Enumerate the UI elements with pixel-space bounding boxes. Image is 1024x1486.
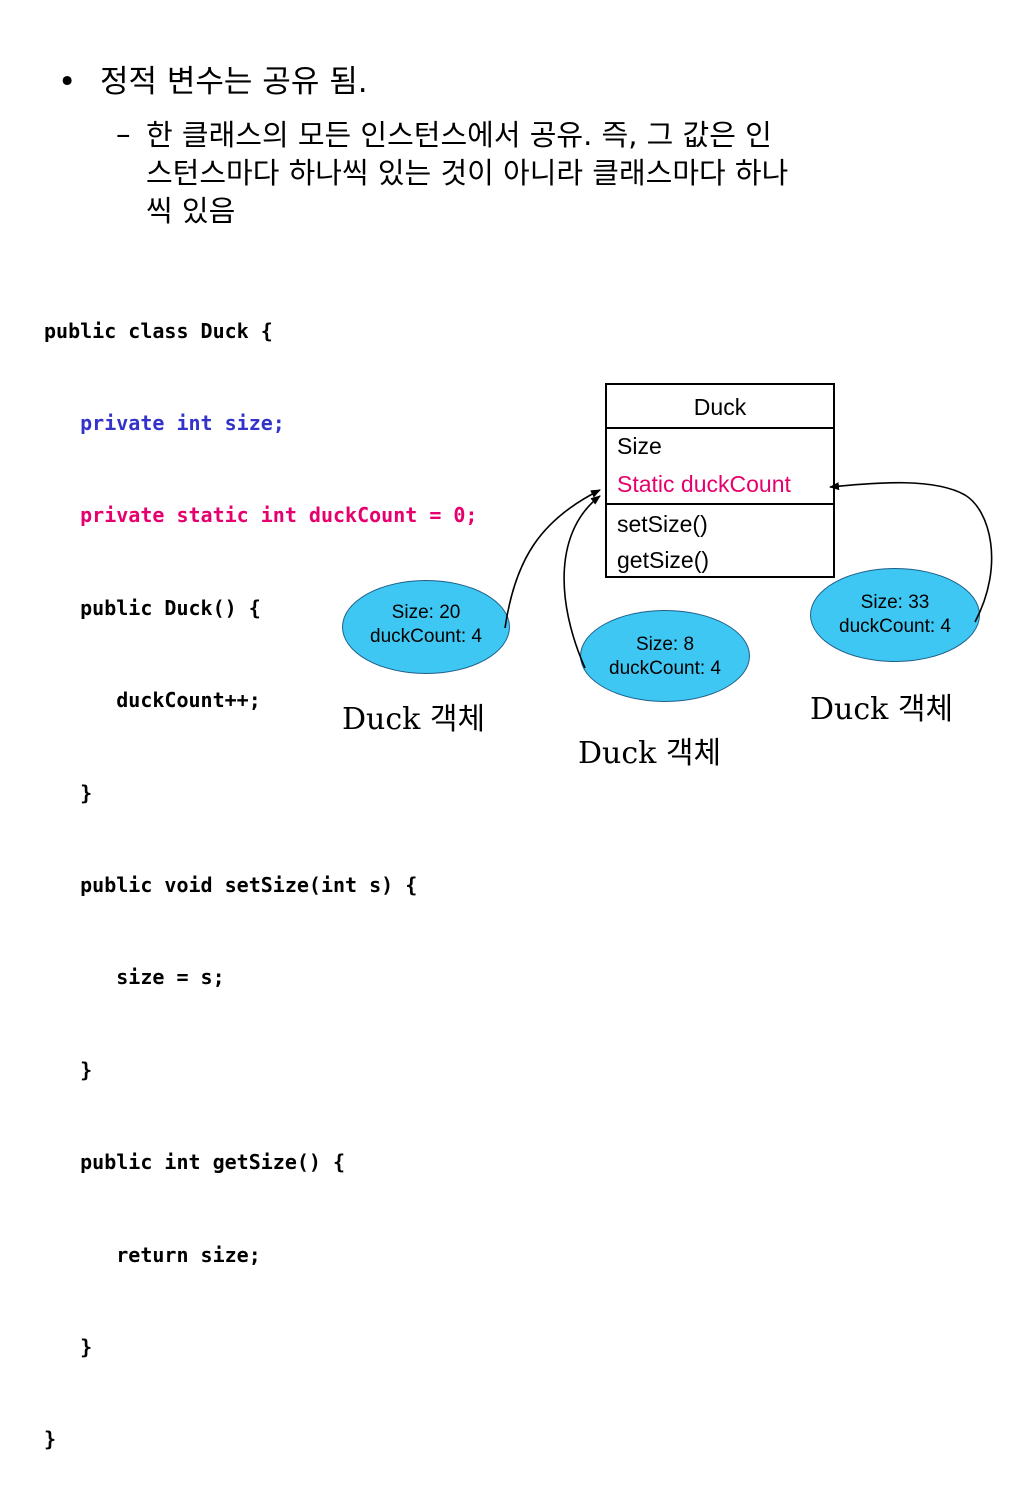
sub-bullet-line: 한 클래스의 모든 인스턴스에서 공유. 즉, 그 값은 인: [146, 118, 772, 152]
arrow-object3-to-static: [829, 481, 993, 623]
object-size-text: Size: 33: [860, 592, 930, 613]
object-size-text: Size: 8: [635, 634, 695, 655]
object-caption: Duck 객체: [578, 736, 722, 771]
code-line: duckCount++;: [44, 688, 261, 713]
code-line: public void setSize(int s) {: [44, 872, 418, 897]
object-size-text: Size: 20: [391, 602, 461, 623]
uml-class-name: Duck: [607, 385, 833, 429]
uml-static-attribute: Static duckCount: [617, 471, 791, 497]
arrow-object2-to-static: [563, 495, 601, 669]
code-line-instance-field: private int size;: [44, 410, 285, 435]
object-caption: Duck 객체: [342, 702, 486, 737]
uml-method: getSize(): [617, 547, 710, 573]
sub-bullet-line: 씩 있음: [146, 194, 236, 228]
object-caption: Duck 객체: [810, 692, 954, 727]
uml-attributes: Size Static duckCount: [607, 427, 833, 505]
object-count-text: duckCount: 4: [370, 626, 482, 647]
object-count-text: duckCount: 4: [839, 616, 951, 637]
sub-bullet-line: 스턴스마다 하나씩 있는 것이 아니라 클래스마다 하나: [146, 156, 789, 190]
object-count-text: duckCount: 4: [609, 658, 721, 679]
uml-method: setSize(): [617, 511, 708, 537]
sub-bullet-text: 한 클래스의 모든 인스턴스에서 공유. 즉, 그 값은 인 스턴스마다 하나씩…: [146, 116, 976, 230]
uml-class-box: Duck Size Static duckCount setSize() get…: [605, 383, 835, 578]
code-line: public int getSize() {: [44, 1150, 346, 1175]
code-line: }: [44, 1427, 57, 1452]
duck-object-ellipse: Size: 33 duckCount: 4: [810, 568, 980, 662]
code-line: }: [44, 1334, 93, 1359]
main-bullet-text: 정적 변수는 공유 됨.: [100, 64, 368, 100]
arrow-object1-to-static: [504, 489, 601, 629]
code-line: size = s;: [44, 965, 225, 990]
duck-object-ellipse: Size: 20 duckCount: 4: [342, 580, 510, 674]
bullet-marker: •: [58, 64, 77, 100]
duck-object-ellipse: Size: 8 duckCount: 4: [580, 610, 750, 702]
code-line-static-field: private static int duckCount = 0;: [44, 503, 478, 528]
reference-arrows: [504, 481, 993, 669]
uml-attribute: Size: [617, 433, 662, 459]
code-line: return size;: [44, 1242, 261, 1267]
code-line: public class Duck {: [44, 318, 273, 343]
code-line: }: [44, 1057, 93, 1082]
code-line: public Duck() {: [44, 595, 261, 620]
code-line: }: [44, 780, 93, 805]
sub-bullet-marker: –: [116, 117, 131, 151]
